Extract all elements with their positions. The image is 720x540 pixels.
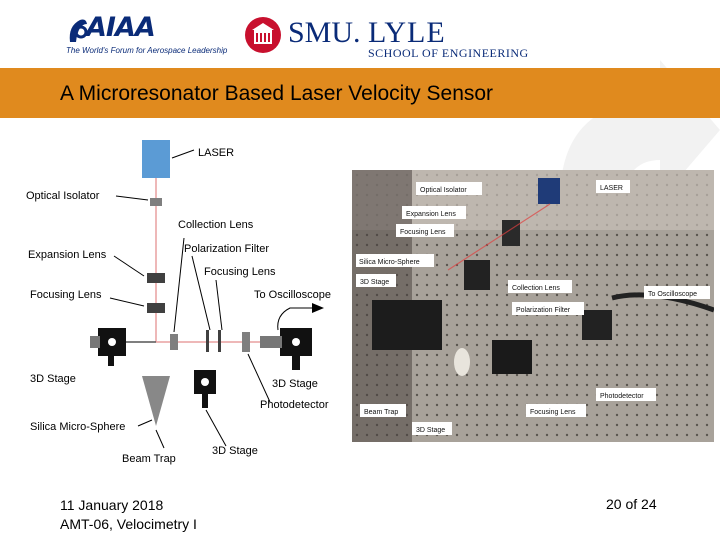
photo-stage-left-label: 3D Stage <box>360 279 389 286</box>
footer-session: AMT-06, Velocimetry I <box>60 516 197 532</box>
page-indicator: 20 of 24 <box>606 496 657 512</box>
aiaa-wordmark: AIAA <box>86 12 156 43</box>
photo-silica-sphere-label: Silica Micro-Sphere <box>359 259 420 266</box>
photo-photodetector-label: Photodetector <box>600 393 644 400</box>
aiaa-logo: AIAA The World's Forum for Aerospace Lea… <box>66 12 227 56</box>
polarization-filter-shape <box>206 330 209 352</box>
focusing-lens-right-shape <box>218 330 221 352</box>
setup-photo: Optical Isolator LASER Expansion Lens Fo… <box>352 170 714 442</box>
diagram-photodetector-label: Photodetector <box>260 399 329 411</box>
diagram-silica-sphere-label: Silica Micro-Sphere <box>30 421 125 433</box>
photo-focusing-lens-bottom-label: Focusing Lens <box>530 409 576 416</box>
laser-box <box>142 140 170 178</box>
photo-to-oscilloscope-label: To Oscilloscope <box>648 291 697 298</box>
diagram-optical-isolator-label: Optical Isolator <box>26 190 100 202</box>
header-logos: AIAA The World's Forum for Aerospace Lea… <box>0 0 720 68</box>
diagram-polarization-filter-label: Polarization Filter <box>184 243 269 255</box>
diagram-to-oscilloscope-label: To Oscilloscope <box>254 289 331 301</box>
photo-polarization-filter-label: Polarization Filter <box>516 307 571 314</box>
footer-info: 11 January 2018 AMT-06, Velocimetry I <box>60 496 197 534</box>
diagram-collection-lens-label: Collection Lens <box>178 219 254 231</box>
diagram-stage-left-label: 3D Stage <box>30 373 76 385</box>
photo-optical-isolator-label: Optical Isolator <box>420 187 467 194</box>
photo-collection-lens-label: Collection Lens <box>512 285 560 292</box>
diagram-laser-label: LASER <box>198 147 234 159</box>
laser-device-shape <box>538 178 560 204</box>
diagram-stage-right-label: 3D Stage <box>272 378 318 390</box>
slide-title: A Microresonator Based Laser Velocity Se… <box>60 82 494 105</box>
smu-seal-icon <box>245 17 281 53</box>
aiaa-tagline: The World's Forum for Aerospace Leadersh… <box>66 46 228 55</box>
photo-expansion-lens-label: Expansion Lens <box>406 211 456 218</box>
photo-stage-bottom-label: 3D Stage <box>416 427 445 434</box>
diagram-expansion-lens-label: Expansion Lens <box>28 249 107 261</box>
photo-beam-trap-label: Beam Trap <box>364 409 398 416</box>
setup-schematic: LASER Optical Isolator Expansion Lens Fo… <box>26 140 331 465</box>
collection-lens-shape <box>170 334 178 350</box>
expansion-lens-shape <box>147 273 165 283</box>
smu-lyle-logo: SMU. LYLE SCHOOL OF ENGINEERING <box>244 14 528 60</box>
photo-focusing-lens-top-label: Focusing Lens <box>400 229 446 236</box>
footer-date: 11 January 2018 <box>60 497 164 513</box>
focusing-lens-shape <box>147 303 165 313</box>
collection-element-shape <box>242 332 250 352</box>
title-banner <box>0 68 720 118</box>
diagram-beam-trap-label: Beam Trap <box>122 453 176 465</box>
smu-wordmark: SMU. <box>288 16 361 49</box>
diagram-focusing-lens-right-label: Focusing Lens <box>204 266 276 278</box>
aiaa-emblem-icon <box>69 19 88 42</box>
diagram-stage-bottom-label: 3D Stage <box>212 445 258 457</box>
lyle-wordmark: LYLE <box>368 16 446 49</box>
oscilloscope-arrow-icon <box>312 303 324 313</box>
photo-laser-label: LASER <box>600 185 623 192</box>
diagram-focusing-lens-left-label: Focusing Lens <box>30 289 102 301</box>
optical-isolator-shape <box>150 198 162 206</box>
lyle-school-name: SCHOOL OF ENGINEERING <box>368 46 529 60</box>
beam-trap-shape <box>142 376 170 426</box>
